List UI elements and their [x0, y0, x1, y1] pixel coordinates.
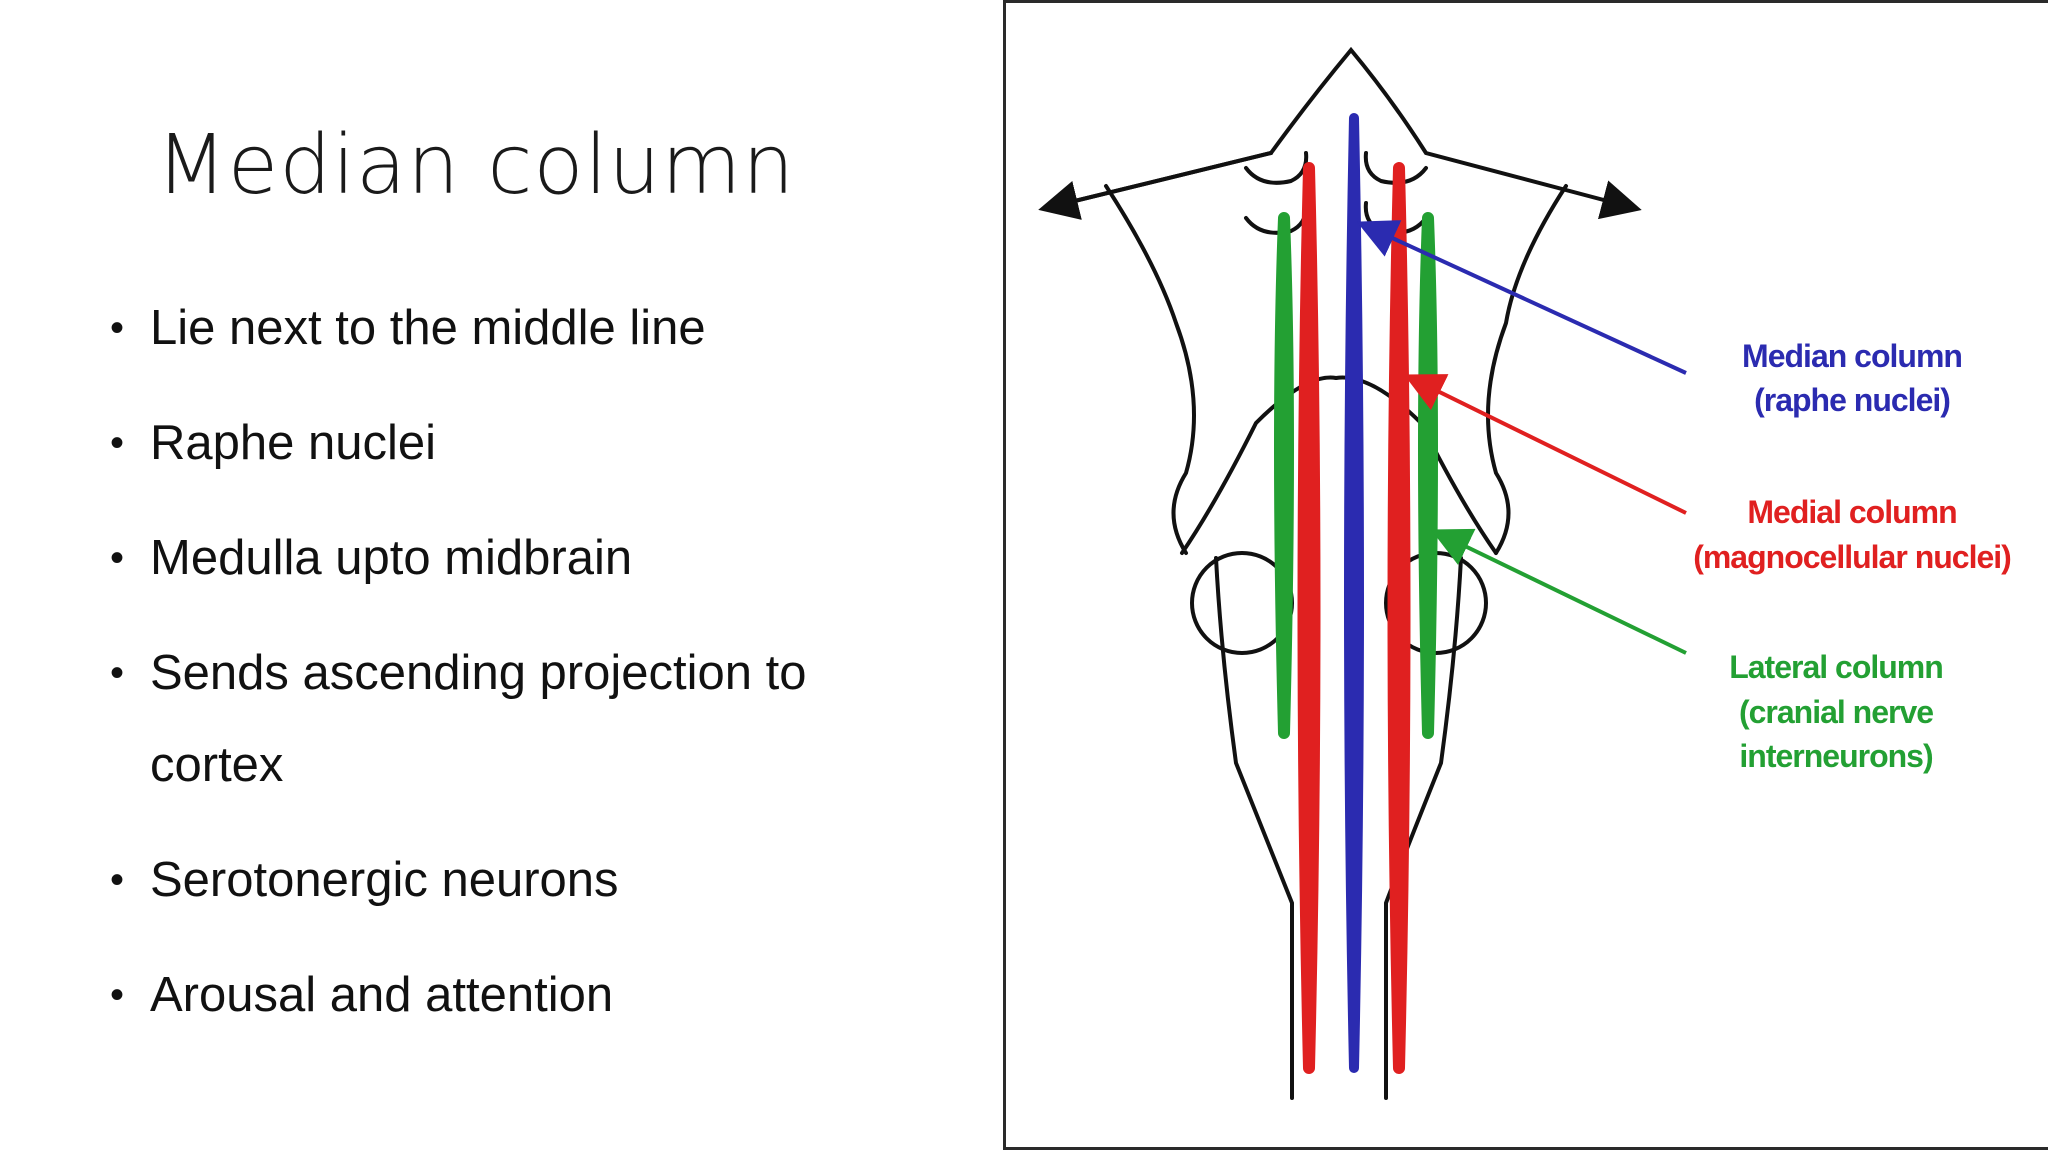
bullet-dot-icon: •	[110, 397, 140, 489]
brainstem-diagram: Median column (raphe nuclei) Medial colu…	[1003, 0, 2048, 1150]
lateral-column-right	[1424, 218, 1432, 733]
bullet-item: •Raphe nuclei	[110, 397, 990, 489]
bullet-item: •Medulla upto midbrain	[110, 512, 990, 604]
bullet-list: •Lie next to the middle line •Raphe nucl…	[110, 282, 990, 1064]
median-column-arrow	[1364, 225, 1686, 373]
lateral-column-sublabel-2: interneurons)	[1739, 738, 1933, 774]
brainstem-diagram-svg: Median column (raphe nuclei) Medial colu…	[1006, 3, 2048, 1152]
lateral-column-label: Lateral column	[1729, 649, 1943, 685]
medial-column-arrow	[1411, 378, 1686, 513]
medial-column-sublabel: (magnocellular nuclei)	[1693, 539, 2011, 575]
bullet-dot-icon: •	[110, 512, 140, 604]
bullet-dot-icon: •	[110, 282, 140, 374]
medial-column-right	[1394, 168, 1405, 1068]
median-column-sublabel: (raphe nuclei)	[1754, 382, 1950, 418]
medial-column-left	[1304, 168, 1315, 1068]
bullet-item: •Sends ascending projection to cortex	[110, 627, 950, 811]
bullet-item: •Arousal and attention	[110, 949, 990, 1041]
bullet-dot-icon: •	[110, 627, 140, 719]
lateral-column-left	[1280, 218, 1288, 733]
median-column	[1349, 118, 1359, 1068]
lateral-column-sublabel-1: (cranial nerve	[1739, 694, 1933, 730]
bullet-item: •Serotonergic neurons	[110, 834, 990, 926]
bullet-item: •Lie next to the middle line	[110, 282, 990, 374]
slide-title: Median column	[156, 118, 795, 213]
brainstem-outline	[1046, 50, 1634, 1098]
median-column-label: Median column	[1742, 338, 1962, 374]
medial-column-label: Medial column	[1747, 494, 1956, 530]
bullet-dot-icon: •	[110, 834, 140, 926]
bullet-dot-icon: •	[110, 949, 140, 1041]
